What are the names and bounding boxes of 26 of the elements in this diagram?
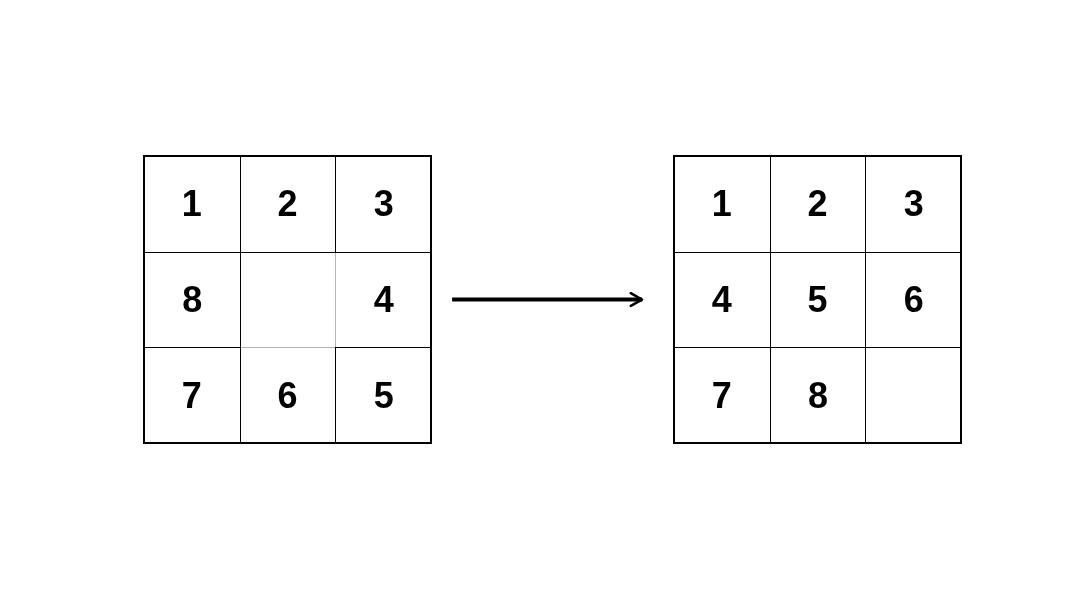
empty-cell: [239, 251, 337, 349]
puzzle-grid: [673, 155, 963, 445]
tile-number: 1: [711, 185, 732, 222]
tile-number: 8: [182, 281, 203, 318]
number-tile: [674, 156, 771, 253]
tile-number: 4: [373, 281, 394, 318]
arrow: [452, 291, 644, 308]
tile-number: 5: [373, 377, 394, 414]
tile-number: 4: [711, 281, 732, 318]
number-tile: [144, 156, 241, 253]
tile-number: 2: [277, 186, 298, 223]
tile-number: 3: [903, 185, 924, 222]
tile-number: 5: [807, 281, 828, 318]
number-tile: [769, 251, 867, 349]
tile-number: 6: [903, 282, 924, 319]
tile-number: 2: [807, 185, 828, 222]
tile-number: 7: [711, 377, 732, 414]
tile-number: 3: [373, 185, 394, 222]
tile-number: 8: [808, 377, 829, 414]
tile-number: 7: [181, 377, 202, 414]
number-tile: [674, 251, 771, 349]
puzzle-grid: [143, 155, 433, 445]
empty-cell: [865, 347, 963, 445]
tile-number: 6: [277, 377, 298, 414]
number-tile: [769, 156, 867, 253]
tile-number: 1: [181, 185, 202, 222]
